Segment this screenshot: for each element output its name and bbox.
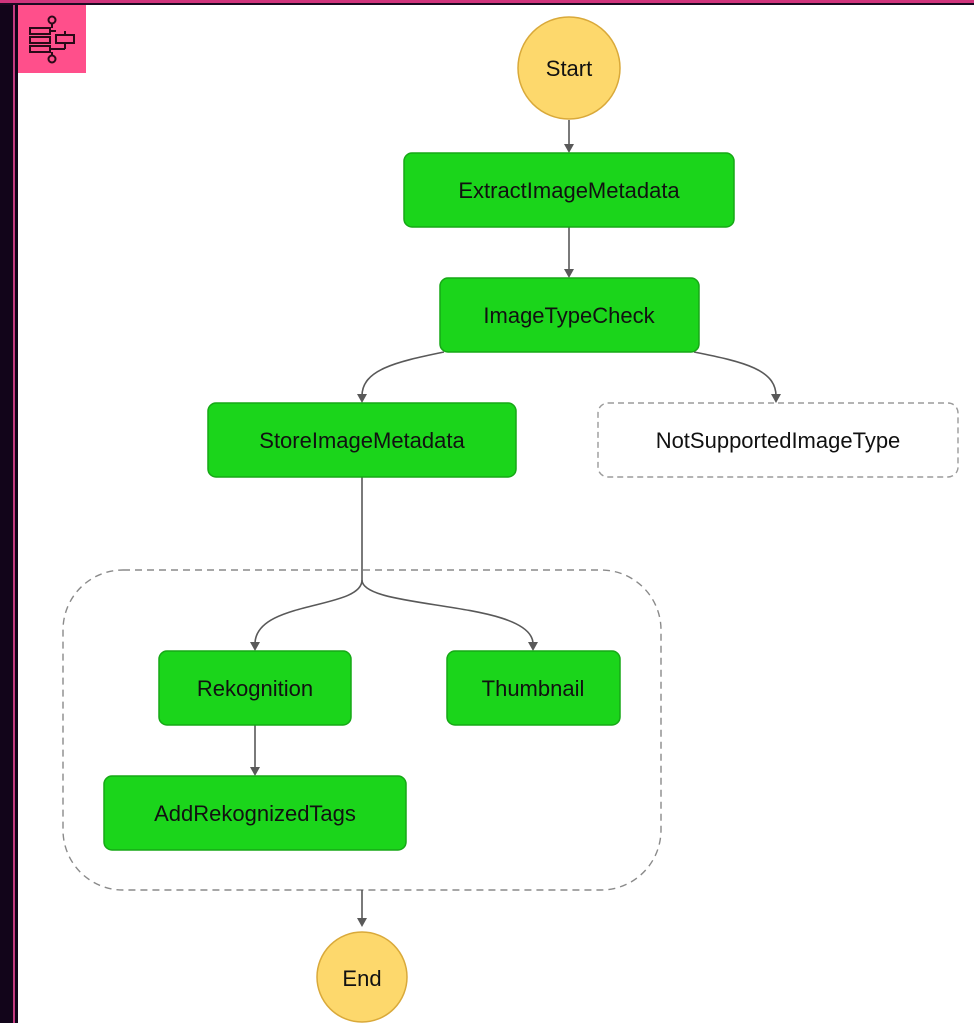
extract-image-metadata-node[interactable]: ExtractImageMetadata xyxy=(403,152,735,228)
rekognition-label: Rekognition xyxy=(197,676,313,701)
edge-store-thumbnail xyxy=(361,579,534,645)
start-node[interactable]: Start xyxy=(517,16,621,120)
step-functions-badge[interactable] xyxy=(18,5,86,73)
start-label: Start xyxy=(546,56,592,81)
store-image-metadata-node[interactable]: StoreImageMetadata xyxy=(207,402,517,478)
store-image-metadata-label: StoreImageMetadata xyxy=(259,428,465,453)
extract-image-metadata-label: ExtractImageMetadata xyxy=(458,178,680,203)
not-supported-image-type-node[interactable]: NotSupportedImageType xyxy=(597,402,959,478)
step-functions-workflow-icon xyxy=(29,15,75,64)
end-label: End xyxy=(342,966,381,991)
image-type-check-node[interactable]: ImageTypeCheck xyxy=(439,277,700,353)
edge-store-rekognition xyxy=(254,477,363,645)
edge-typecheck-store xyxy=(361,351,445,397)
add-rekognized-tags-label: AddRekognizedTags xyxy=(154,801,356,826)
end-node[interactable]: End xyxy=(316,931,408,1023)
edge-typecheck-notsupported xyxy=(693,351,777,397)
left-rail xyxy=(0,5,18,1023)
rekognition-node[interactable]: Rekognition xyxy=(158,650,352,726)
edges xyxy=(250,120,781,927)
add-rekognized-tags-node[interactable]: AddRekognizedTags xyxy=(103,775,407,851)
image-type-check-label: ImageTypeCheck xyxy=(483,303,655,328)
thumbnail-node[interactable]: Thumbnail xyxy=(446,650,621,726)
not-supported-image-type-label: NotSupportedImageType xyxy=(656,428,901,453)
thumbnail-label: Thumbnail xyxy=(482,676,585,701)
